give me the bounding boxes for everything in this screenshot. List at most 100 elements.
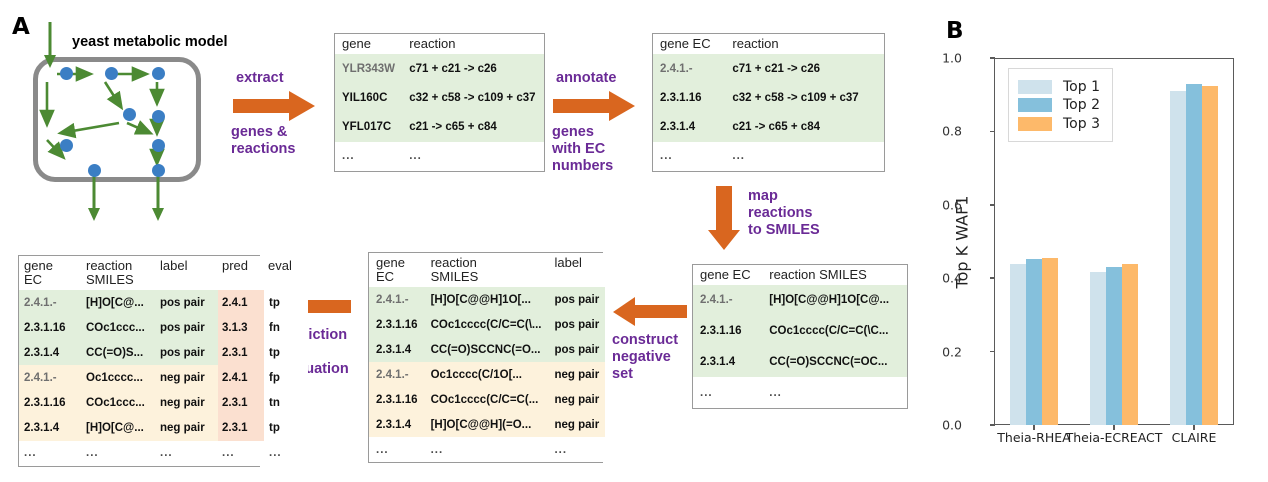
cell-smiles: CC(=O)S... bbox=[82, 340, 156, 366]
cell-label: pos pair bbox=[547, 312, 606, 337]
cell-label: neg pair bbox=[547, 387, 606, 412]
x-axis-tick-label: Theia-RHEA bbox=[997, 430, 1071, 445]
bar-top-1-claire bbox=[1170, 91, 1186, 425]
table-header-row: gene EC reaction SMILES label bbox=[369, 253, 606, 287]
cell-smiles: Oc1cccc(C/1O[... bbox=[423, 362, 548, 387]
table-row: 2.3.1.4 CC(=O)SCCNC(=OC... bbox=[693, 346, 907, 378]
cell-eval: tp bbox=[264, 415, 308, 441]
cell-gene-ec: ... bbox=[693, 377, 763, 408]
metabolite-node bbox=[105, 67, 118, 80]
construct-negative-arrow-icon bbox=[613, 297, 687, 326]
y-axis-tick-mark bbox=[990, 424, 995, 426]
col-header-eval: eval bbox=[264, 256, 308, 290]
table-row: YIL160C c32 + c58 -> c109 + c37 bbox=[335, 83, 544, 113]
table-row: YLR343W c71 + c21 -> c26 bbox=[335, 54, 544, 84]
table-row: 2.4.1.- c71 + c21 -> c26 bbox=[653, 54, 884, 84]
table-row: 2.3.1.16 COc1cccc(C/C=C(\C... bbox=[693, 315, 907, 347]
cell-gene: YIL160C bbox=[335, 83, 403, 113]
cell-smiles: COc1cccc(C/C=C(\C... bbox=[762, 315, 907, 347]
cell-label: neg pair bbox=[156, 390, 218, 416]
cell-gene-ec: 2.3.1.16 bbox=[693, 315, 763, 347]
table-row: 2.4.1.- [H]O[C@@H]1O[... pos pair bbox=[369, 287, 606, 312]
cell-smiles: COc1cccc(C/C=C(... bbox=[423, 387, 548, 412]
table-row: 2.3.1.16 COc1cccc(C/C=C(... neg pair bbox=[369, 387, 606, 412]
cell-gene-ec: 2.4.1.- bbox=[653, 54, 726, 84]
cell-pred: ... bbox=[218, 440, 264, 466]
panel-a-label: A bbox=[12, 14, 30, 40]
cell-pred: 2.4.1 bbox=[218, 365, 264, 391]
legend-swatch-icon bbox=[1018, 116, 1052, 131]
table-row-ellipsis: ... ... bbox=[653, 141, 884, 171]
cell-eval: tn bbox=[264, 390, 308, 416]
cell-label: pos pair bbox=[547, 337, 606, 362]
gene-reaction-table: gene reaction YLR343W c71 + c21 -> c26 Y… bbox=[335, 34, 544, 171]
table-row: 2.3.1.16 c32 + c58 -> c109 + c37 bbox=[653, 83, 884, 113]
cell-label: pos pair bbox=[547, 287, 606, 312]
cell-smiles: ... bbox=[82, 440, 156, 466]
table-row-ellipsis: ... ... bbox=[335, 141, 544, 171]
bar-top-2-theia-ecreact bbox=[1106, 267, 1122, 425]
table-row: 2.4.1.- Oc1cccc(C/1O[... neg pair bbox=[369, 362, 606, 387]
y-axis-tick-label: 0.0 bbox=[942, 417, 962, 433]
table-ec-reaction: gene EC reaction 2.4.1.- c71 + c21 -> c2… bbox=[652, 33, 885, 172]
bar-top-3-theia-ecreact bbox=[1122, 264, 1138, 425]
cell-gene-ec: ... bbox=[19, 440, 82, 466]
y-axis-tick-mark bbox=[990, 350, 995, 353]
step-construct-label-line3: set bbox=[612, 366, 633, 382]
cell-gene-ec: ... bbox=[369, 437, 424, 462]
cell-label: neg pair bbox=[547, 412, 606, 437]
metabolite-node bbox=[152, 110, 165, 123]
y-axis-tick-mark bbox=[990, 57, 995, 59]
legend-label: Top 2 bbox=[1063, 97, 1100, 113]
col-header-gene-ec: gene EC bbox=[693, 265, 763, 285]
cell-gene-ec: 2.3.1.4 bbox=[693, 346, 763, 378]
cell-reaction: c21 -> c65 + c84 bbox=[402, 112, 544, 142]
cell-reaction: c21 -> c65 + c84 bbox=[725, 112, 884, 142]
cell-gene-ec: 2.3.1.4 bbox=[369, 412, 424, 437]
cell-gene-ec: 2.4.1.- bbox=[19, 290, 82, 316]
bar-top-1-theia-ecreact bbox=[1090, 271, 1106, 425]
bar-top-3-claire bbox=[1202, 85, 1218, 425]
metabolite-node bbox=[88, 164, 101, 177]
step-annotate-label-line3: with EC bbox=[552, 141, 606, 157]
step-extract-label-line3: reactions bbox=[231, 141, 296, 157]
ec-reaction-table: gene EC reaction 2.4.1.- c71 + c21 -> c2… bbox=[653, 34, 884, 171]
cell-smiles: CC(=O)SCCNC(=O... bbox=[423, 337, 548, 362]
table-row-ellipsis: ... ... ... ... ... bbox=[19, 440, 308, 466]
cell-gene-ec: 2.4.1.- bbox=[19, 365, 82, 391]
cell-gene-ec: 2.3.1.16 bbox=[19, 315, 82, 341]
cell-gene-ec: 2.3.1.16 bbox=[19, 390, 82, 416]
x-axis-tick-mark bbox=[1033, 425, 1035, 430]
table-row: 2.3.1.16 COc1cccc(C/C=C(\... pos pair bbox=[369, 312, 606, 337]
col-header-pred: pred bbox=[218, 256, 264, 290]
cell-reaction: ... bbox=[402, 141, 544, 171]
ec-smiles-table: gene EC reaction SMILES 2.4.1.- [H]O[C@@… bbox=[693, 265, 907, 408]
table-row: 2.3.1.16 COc1ccc... pos pair 3.1.3 fn bbox=[19, 315, 308, 341]
cell-reaction: c32 + c58 -> c109 + c37 bbox=[725, 83, 884, 113]
network-edges bbox=[39, 66, 165, 167]
metabolite-node bbox=[60, 67, 73, 80]
y-axis-tick-label: 0.2 bbox=[942, 344, 962, 360]
step-map-label-line1: map bbox=[748, 188, 778, 204]
step-annotate-label-top: annotate bbox=[556, 70, 617, 86]
bar-top-2-theia-rhea bbox=[1026, 259, 1042, 425]
cell-label: neg pair bbox=[156, 415, 218, 441]
cell-gene-ec: ... bbox=[653, 141, 726, 171]
metabolite-node bbox=[60, 139, 73, 152]
table-row: 2.3.1.16 COc1ccc... neg pair 2.3.1 tn bbox=[19, 390, 308, 416]
cell-gene-ec: 2.3.1.4 bbox=[653, 112, 726, 142]
col-header-gene-ec: gene EC bbox=[653, 34, 726, 54]
table-header-row: gene EC reaction SMILES label pred eval bbox=[19, 256, 308, 290]
cell-reaction: c71 + c21 -> c26 bbox=[725, 54, 884, 84]
cell-gene-ec: 2.3.1.4 bbox=[19, 415, 82, 441]
cell-pred: 2.3.1 bbox=[218, 390, 264, 416]
cell-reaction: c71 + c21 -> c26 bbox=[402, 54, 544, 84]
x-axis-tick-label: CLAIRE bbox=[1171, 430, 1217, 445]
bar-top-3-theia-rhea bbox=[1042, 257, 1058, 425]
x-axis-tick-label: Theia-ECREACT bbox=[1065, 430, 1163, 445]
table-header-row: gene reaction bbox=[335, 34, 544, 54]
legend-item: Top 2 bbox=[1018, 97, 1100, 113]
cell-gene: YLR343W bbox=[335, 54, 403, 84]
cell-smiles: [H]O[C@... bbox=[82, 290, 156, 316]
